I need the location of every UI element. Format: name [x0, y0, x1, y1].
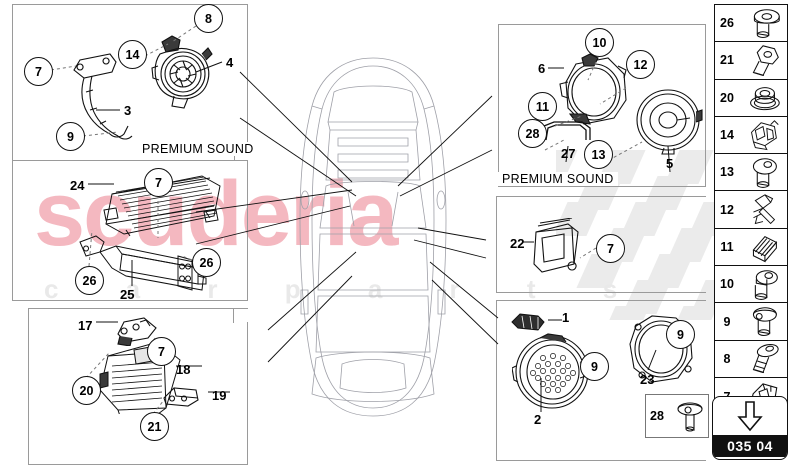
- tapered-screw-icon: [739, 341, 787, 377]
- legend-number: 8: [723, 351, 731, 366]
- grommet-bolt-icon: [739, 5, 787, 41]
- part-number-22: 22: [510, 236, 525, 251]
- retaining-clip-part-19: [163, 387, 199, 407]
- callout-26-right[interactable]: 26: [192, 248, 221, 277]
- sleeve-bush-icon: [739, 229, 787, 265]
- callout-28[interactable]: 28: [518, 119, 547, 148]
- shoulder-bolt-icon: [739, 266, 787, 302]
- diagram-code-badge: 035 04: [712, 396, 788, 460]
- legend-number: 13: [720, 165, 734, 180]
- legend-row[interactable]: 20: [715, 80, 787, 117]
- dome-screw-icon: [668, 395, 708, 437]
- callout-7-module[interactable]: 7: [147, 337, 176, 366]
- spring-clip-icon: [739, 191, 787, 227]
- callout-8[interactable]: 8: [194, 4, 223, 33]
- module-bracket-part-17: [117, 317, 157, 346]
- parts-legend: 26 21: [714, 4, 788, 417]
- callout-14[interactable]: 14: [118, 40, 147, 69]
- round-head-screw-icon: [739, 303, 787, 339]
- legend-row[interactable]: 13: [715, 154, 787, 192]
- legend-row[interactable]: 10: [715, 266, 787, 304]
- part-number-3: 3: [124, 103, 132, 118]
- callout-9[interactable]: 9: [56, 122, 85, 151]
- callout-20[interactable]: 20: [72, 376, 101, 405]
- part-number-6: 6: [538, 61, 546, 76]
- legend-number: 20: [720, 90, 734, 105]
- top-left-leaders: [50, 25, 223, 137]
- down-arrow-icon: [713, 397, 787, 435]
- speaker-frame-part-6: [559, 53, 627, 125]
- legend-number: 12: [720, 202, 734, 217]
- part-number-2: 2: [534, 412, 542, 427]
- legend-number: 10: [720, 277, 734, 292]
- part-number-23: 23: [640, 372, 655, 387]
- mid-left-leaders: [88, 183, 193, 286]
- callout-10[interactable]: 10: [585, 28, 614, 57]
- connector-part-1: [511, 313, 545, 331]
- legend-row[interactable]: 14: [715, 117, 787, 155]
- part-number-1: 1: [562, 310, 570, 325]
- legend-row[interactable]: 26: [715, 5, 787, 43]
- legend-row[interactable]: 12: [715, 191, 787, 229]
- callout-12[interactable]: 12: [626, 50, 655, 79]
- mounting-ring-part-23: [629, 315, 693, 383]
- callout-9-ring[interactable]: 9: [666, 320, 695, 349]
- part-number-5: 5: [666, 156, 674, 171]
- legend-number: 11: [720, 239, 734, 254]
- mounting-bracket-part-3: [73, 53, 133, 140]
- flange-nut-icon: [739, 80, 787, 116]
- connector-clip-icon: [739, 117, 787, 153]
- legend-row[interactable]: 21: [715, 42, 787, 80]
- center-leaders: [522, 241, 597, 259]
- callout-21[interactable]: 21: [140, 412, 169, 441]
- callout-13[interactable]: 13: [584, 140, 613, 169]
- callout-9-sub[interactable]: 9: [580, 352, 609, 381]
- legend-row[interactable]: 9: [715, 303, 787, 341]
- hex-bolt-icon: [739, 42, 787, 78]
- part-number-25: 25: [120, 287, 135, 302]
- callout-7-module-22[interactable]: 7: [596, 234, 625, 263]
- part-number-18: 18: [176, 362, 191, 377]
- part-number-19: 19: [212, 388, 227, 403]
- diagram-code-text: 035 04: [713, 435, 787, 457]
- legend-number: 26: [720, 16, 734, 31]
- callout-7[interactable]: 7: [24, 57, 53, 86]
- legend-number-28: 28: [650, 409, 664, 423]
- legend-number: 14: [720, 128, 734, 143]
- legend-row[interactable]: 11: [715, 229, 787, 267]
- callout-26-left[interactable]: 26: [75, 266, 104, 295]
- callout-7-amp[interactable]: 7: [144, 168, 173, 197]
- part-number-24: 24: [70, 178, 85, 193]
- legend-row[interactable]: 8: [715, 341, 787, 378]
- legend-box-28: 28: [645, 394, 709, 438]
- subwoofer-part-2: [512, 333, 589, 409]
- pan-head-screw-icon: [739, 154, 787, 190]
- legend-number: 21: [720, 53, 734, 68]
- vehicle-outline: [299, 57, 447, 417]
- callout-11[interactable]: 11: [528, 92, 557, 121]
- panel-label-premium-sound-left: PREMIUM SOUND: [138, 142, 258, 156]
- part-number-27: 27: [561, 146, 576, 161]
- part-number-4: 4: [226, 55, 234, 70]
- legend-number: 9: [723, 314, 731, 329]
- part-number-17: 17: [78, 318, 93, 333]
